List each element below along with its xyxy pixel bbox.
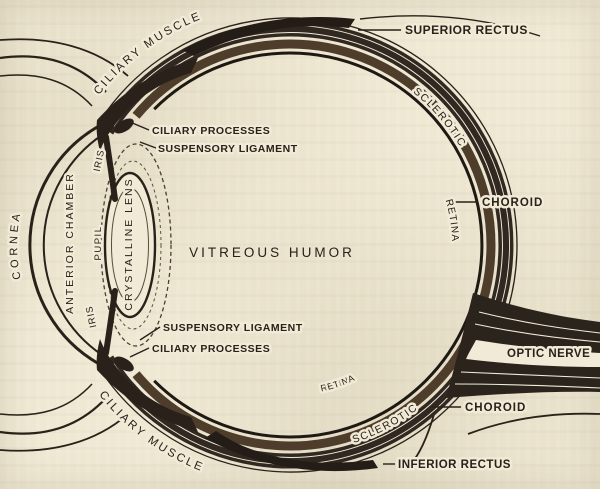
ciliary-processes-lower-mass: [114, 356, 134, 372]
eyeball-outer-outline: [96, 17, 518, 473]
choroid-upper-label: CHOROID: [482, 197, 543, 209]
inferior-rectus-muscle: [205, 431, 378, 472]
tendon-line-bottom-left-3: [0, 383, 93, 416]
tendon-line-top-left-3: [0, 74, 93, 107]
crystalline-lens-body: [103, 171, 157, 319]
vitreous-humor-label: VITREOUS HUMOR: [189, 245, 355, 260]
retina-layer: [153, 51, 484, 439]
retina-lower-label: RETINA: [320, 373, 357, 394]
ciliary-muscle-upper-mass: [96, 58, 198, 151]
lens-inner-outline: [111, 187, 149, 303]
iris-upper-label: IRIS: [92, 148, 107, 172]
superior-rectus-muscle: [182, 17, 355, 56]
cornea-inner-arc: [42, 134, 103, 356]
optic-nerve-label: OPTIC NERVE: [507, 348, 590, 360]
optic-nerve-trunk: [446, 293, 600, 398]
ciliary-processes-upper-mass: [114, 118, 134, 134]
suspensory-ligament-lower-label: SUSPENSORY LIGAMENT: [163, 322, 303, 334]
ciliary-processes-lower-label: CILIARY PROCESSES: [152, 343, 270, 355]
iris-lower-leaf: [103, 288, 118, 356]
anterior-segment: [28, 58, 198, 432]
suspensory-ligament-upper-leader: [139, 141, 157, 149]
ciliary-processes-lower-leader: [129, 347, 150, 358]
leader-lines: [129, 29, 478, 465]
tendon-line-top-left-2: [0, 38, 129, 77]
tendon-line-bottom-left-1: [0, 397, 107, 435]
ciliary-muscle-lower-mass: [96, 339, 198, 432]
ciliary-processes-upper-leader: [129, 121, 150, 131]
retina-right-label: RETINA: [443, 198, 461, 242]
optic-nerve-fiber-3: [460, 371, 600, 379]
optic-nerve-fiber-4: [454, 383, 600, 389]
ciliary-processes-upper-label: CILIARY PROCESSES: [152, 125, 270, 137]
sheath-line-bottom-right-1: [467, 412, 600, 435]
superior-rectus-label: SUPERIOR RECTUS: [405, 23, 528, 37]
tendon-line-top-left-1: [0, 55, 107, 93]
crystalline-lens-label: CRYSTALLINE LENS: [123, 177, 135, 310]
tendon-line-bottom-left-2: [0, 413, 129, 452]
optic-nerve-fiber-2: [474, 323, 600, 343]
tendon-line-top-right: [359, 15, 541, 37]
optic-nerve-gap: [466, 340, 600, 367]
suspensory-ligament-ring-outer: [100, 143, 172, 347]
suspensory-ligament-lower-leader: [139, 326, 161, 341]
iris-lower-label: IRIS: [84, 304, 99, 328]
cornea-outer-arc: [28, 124, 100, 366]
choroid-lower-label: CHOROID: [465, 402, 526, 414]
iris-upper-leaf: [103, 134, 118, 202]
pupil-label: PUPIL: [93, 226, 104, 261]
cornea-label: CORNEA: [8, 209, 24, 280]
choroid-layer: [132, 39, 496, 451]
suspensory-ligament-upper-label: SUSPENSORY LIGAMENT: [158, 143, 298, 155]
anterior-chamber-label: ANTERIOR CHAMBER: [64, 172, 76, 314]
optic-nerve-fiber-1: [478, 311, 600, 334]
optic-nerve: [446, 293, 600, 398]
inferior-rectus-label: INFERIOR RECTUS: [398, 459, 511, 471]
